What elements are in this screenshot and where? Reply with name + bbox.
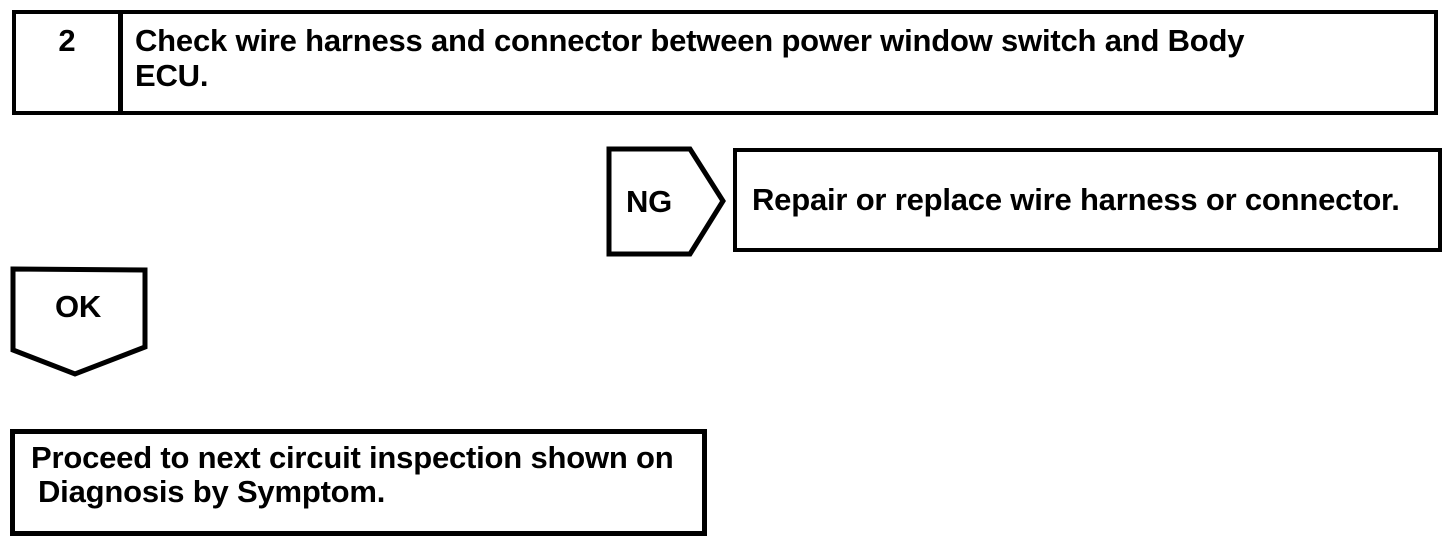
ng-pentagon-arrow-icon (606, 146, 726, 257)
ok-action-line-1: Proceed to next circuit inspection shown… (31, 440, 674, 475)
ok-pentagon-arrow-icon (10, 266, 148, 377)
ng-label: NG (625, 183, 673, 219)
ok-label: OK (54, 289, 102, 324)
ng-connector: NG (606, 146, 728, 257)
ok-action-box: Proceed to next circuit inspection shown… (10, 429, 707, 536)
step-number: 2 (16, 14, 123, 111)
ng-action-text: Repair or replace wire harness or connec… (752, 182, 1400, 217)
step-instruction-line-1: Check wire harness and connector between… (135, 23, 1245, 58)
ng-action-box: Repair or replace wire harness or connec… (733, 148, 1442, 252)
ok-action-line-2: Diagnosis by Symptom. (38, 474, 386, 509)
step-instruction: Check wire harness and connector between… (123, 14, 1262, 111)
step-box: 2 Check wire harness and connector betwe… (12, 10, 1438, 115)
step-instruction-line-2: ECU. (135, 58, 209, 93)
ok-connector: OK (10, 266, 150, 378)
